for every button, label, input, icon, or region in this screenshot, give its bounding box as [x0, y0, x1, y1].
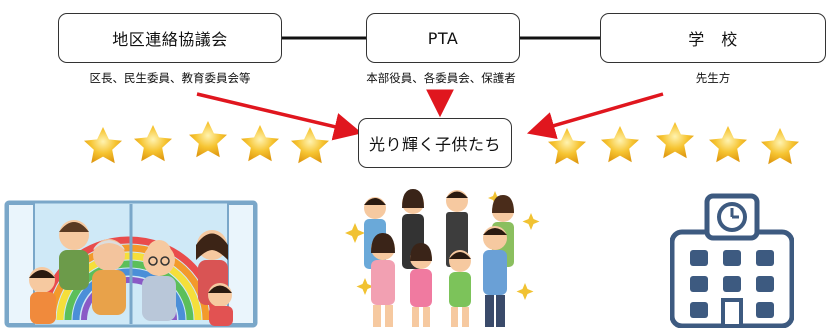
star-icon [189, 121, 227, 158]
left-stars [84, 121, 329, 164]
family-window-rainbow-illustration [4, 200, 258, 328]
star-icon [709, 126, 747, 163]
star-icon [548, 128, 586, 165]
arrow-district-to-children [196, 92, 363, 141]
star-icon [291, 127, 329, 164]
star-icon [134, 125, 172, 162]
star-icon [656, 122, 694, 159]
star-icon [761, 128, 799, 165]
node-school-label: 学 校 [688, 30, 738, 49]
node-school-members: 先生方 [695, 71, 731, 85]
right-stars [548, 122, 799, 165]
children-parents-group-illustration [345, 189, 540, 327]
node-district-council-members: 区長、民生委員、教育委員会等 [89, 71, 251, 85]
arrow-school-to-children [526, 92, 664, 140]
node-children-label: 光り輝く子供たち [368, 135, 501, 154]
node-district-council-label: 地区連絡協議会 [112, 30, 228, 49]
node-pta-label: PTA [427, 28, 459, 48]
node-district-council: 地区連絡協議会 [58, 13, 282, 63]
school-building-icon [670, 193, 794, 328]
node-children: 光り輝く子供たち [358, 118, 512, 168]
node-pta: PTA [366, 13, 520, 63]
star-icon [84, 127, 122, 164]
node-school: 学 校 [600, 13, 826, 63]
node-pta-members: 本部役員、各委員会、保護者 [366, 71, 516, 85]
star-icon [241, 125, 279, 162]
star-icon [601, 126, 639, 163]
